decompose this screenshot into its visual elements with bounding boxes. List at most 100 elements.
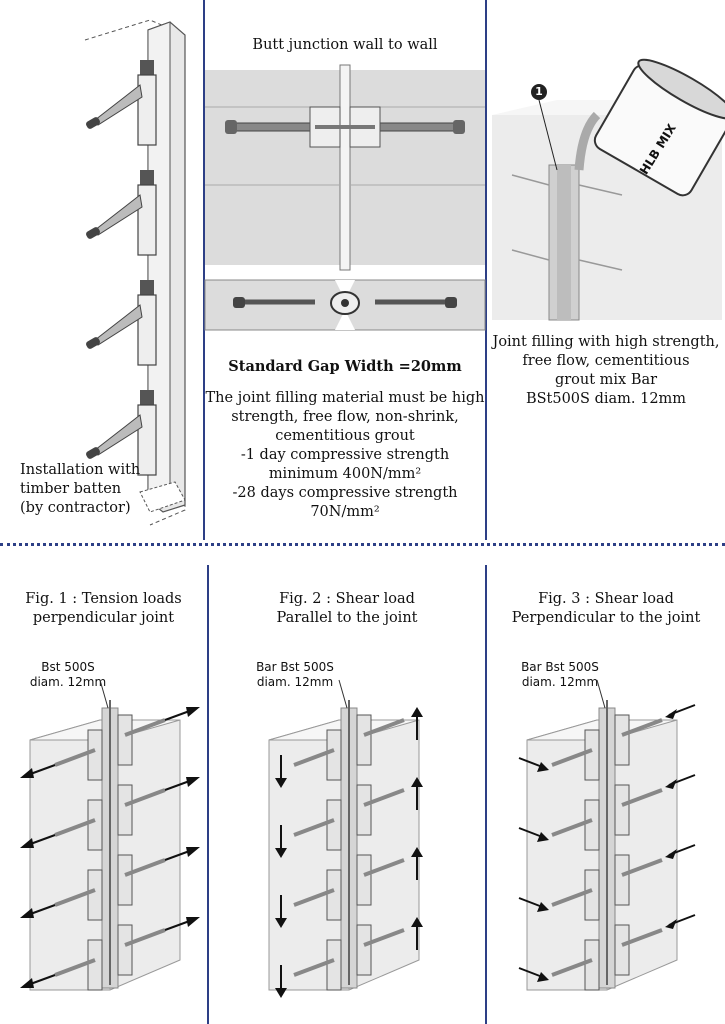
anchor-bar — [94, 194, 143, 236]
anchor-bar — [363, 788, 405, 807]
divider-top-left — [203, 0, 205, 540]
arrow-head — [186, 777, 200, 787]
anchor-plate — [356, 784, 372, 836]
anchor-plate — [614, 924, 630, 976]
arrow-head — [275, 778, 287, 788]
fig-1-title: Fig. 1 : Tension loads perpendicular joi… — [0, 590, 207, 628]
arrow-head — [20, 978, 34, 988]
anchor-plate — [326, 799, 342, 851]
anchor-bar — [124, 788, 166, 807]
anchor-plate — [356, 714, 372, 766]
anchor-bar — [363, 928, 405, 947]
anchor-bar — [54, 748, 96, 767]
anchor-bar — [94, 414, 143, 456]
anchor-plate — [117, 784, 133, 836]
anchor-plate — [117, 714, 133, 766]
leader-line — [596, 679, 606, 709]
wall-group — [518, 679, 696, 991]
arrow-head — [411, 707, 423, 717]
anchor-bar — [293, 888, 335, 907]
arrow-head — [537, 832, 549, 842]
anchor-bar — [551, 958, 593, 977]
batten-caption: Installation with timber batten (by cont… — [20, 461, 140, 518]
fig-2-shear-parallel-illustration — [268, 679, 423, 998]
divider-top-right — [485, 0, 487, 540]
anchor-plate — [326, 939, 342, 991]
anchor-bar — [621, 928, 663, 947]
arrow-head — [186, 917, 200, 927]
anchor-plate — [584, 869, 600, 921]
anchor-plate — [117, 854, 133, 906]
batten-installation-illustration — [84, 19, 186, 526]
arrow-head — [411, 917, 423, 927]
title-line: Fig. 3 : Shear load — [538, 591, 674, 607]
anchor-plate — [614, 854, 630, 906]
bar-line: Bar Bst 500S — [256, 660, 334, 674]
anchor-bar — [363, 718, 405, 737]
title-line: perpendicular joint — [32, 610, 175, 626]
leader-line — [338, 679, 348, 709]
title-line: Fig. 1 : Tension loads — [25, 591, 182, 607]
desc-line: -1 day compressive strength — [240, 447, 450, 463]
anchor-bolt — [86, 117, 100, 129]
caption-line: (by contractor) — [20, 500, 131, 516]
anchor-plate — [326, 869, 342, 921]
arrow-head — [537, 902, 549, 912]
desc-line: The joint filling material must be high — [205, 390, 485, 406]
arrow-head — [275, 988, 287, 998]
anchor-plate — [584, 799, 600, 851]
butt-junction-title: Butt junction wall to wall — [252, 37, 438, 53]
bar-line: diam. 12mm — [521, 675, 599, 689]
anchor-plate — [87, 799, 103, 851]
anchor-bar — [621, 788, 663, 807]
desc-line: 70N/mm² — [310, 504, 380, 520]
gap-width-title: Standard Gap Width =20mm — [228, 358, 462, 375]
anchor-bar — [293, 818, 335, 837]
anchor-bar — [551, 888, 593, 907]
arrow-head — [537, 972, 549, 982]
arrow-head — [411, 847, 423, 857]
anchor-bar — [94, 84, 143, 126]
anchor-bar — [551, 818, 593, 837]
bar-line: Bst 500S — [41, 660, 95, 674]
anchor-plate — [326, 729, 342, 781]
anchor-plate — [356, 924, 372, 976]
anchor-bar — [293, 958, 335, 977]
title-line: Parallel to the joint — [276, 610, 418, 626]
anchor-bar — [54, 818, 96, 837]
anchor-bar — [54, 958, 96, 977]
fig-3-shear-perpendicular-illustration — [518, 679, 696, 991]
arrow-head — [20, 838, 34, 848]
arrow-head — [665, 919, 677, 929]
title-line: Fig. 2 : Shear load — [279, 591, 415, 607]
caption-line: Installation with — [20, 462, 141, 478]
anchor-plate — [137, 184, 157, 256]
fig-3-bar-label: Bar Bst 500S diam. 12mm — [515, 660, 605, 690]
anchor-bar — [54, 888, 96, 907]
fig-2-bar-label: Bar Bst 500S diam. 12mm — [250, 660, 340, 690]
divider-bottom-left — [207, 565, 209, 1024]
arrow-head — [275, 918, 287, 928]
anchor-bar — [363, 858, 405, 877]
butt-junction-detail — [205, 64, 485, 271]
anchor-bar — [551, 748, 593, 767]
section-divider — [0, 543, 725, 546]
anchor-bolt — [86, 447, 100, 459]
caption-line: timber batten — [20, 481, 122, 497]
bar-line: diam. 12mm — [29, 675, 107, 689]
anchor-plate — [87, 869, 103, 921]
arrow-head — [20, 908, 34, 918]
anchor-plate — [137, 74, 157, 146]
arrow-head — [20, 768, 34, 778]
caption-line: grout mix Bar — [554, 372, 658, 388]
grout-caption: Joint filling with high strength, free f… — [487, 333, 725, 409]
leader-line — [99, 679, 109, 709]
anchor-plate — [137, 294, 157, 366]
anchor-plate — [614, 784, 630, 836]
caption-line: free flow, cementitious — [522, 353, 690, 369]
grout-pouring-illustration — [492, 58, 725, 321]
arrow-head — [665, 709, 677, 719]
arrow-head — [665, 779, 677, 789]
desc-line: -28 days compressive strength — [232, 485, 458, 501]
arrow-head — [411, 777, 423, 787]
